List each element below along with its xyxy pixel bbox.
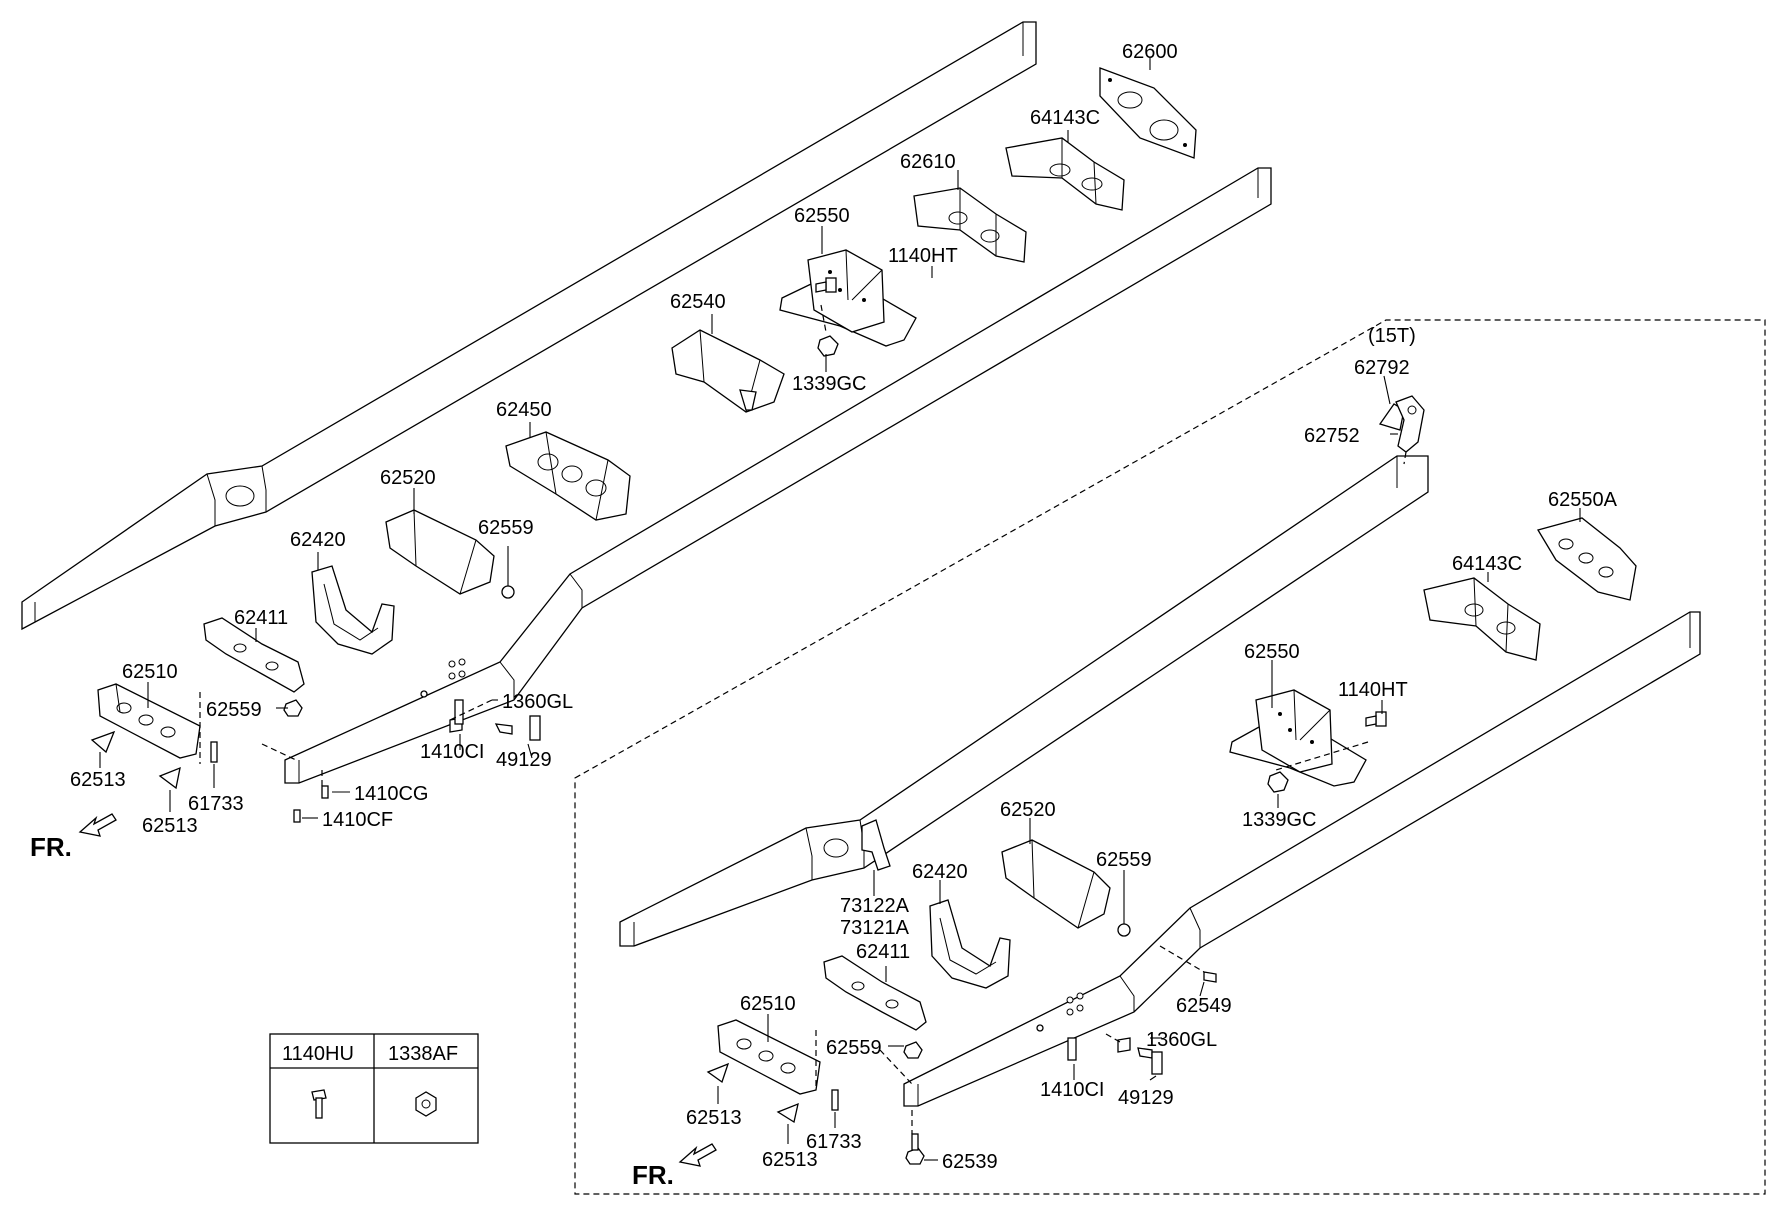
label-62539: 62539 <box>942 1151 998 1173</box>
label-62510-upper: 62510 <box>122 661 178 683</box>
label-62411-upper: 62411 <box>234 607 288 629</box>
label-1360GL-upper: 1360GL <box>502 691 573 713</box>
label-62550-upper: 62550 <box>794 205 850 227</box>
label-62513-lower-b: 62513 <box>762 1149 818 1171</box>
upper-fasteners <box>210 277 839 823</box>
part-64143C-crossmember-lower <box>1423 577 1541 661</box>
part-62513-brackets-upper <box>90 730 181 790</box>
part-62610-crossmember <box>913 187 1027 263</box>
part-62510-crossmember <box>97 683 201 759</box>
part-62600-plate <box>1099 67 1197 159</box>
label-49129-lower: 49129 <box>1118 1087 1174 1109</box>
label-62559-lower-a: 62559 <box>1096 849 1152 871</box>
label-62549: 62549 <box>1176 995 1232 1017</box>
label-62792: 62792 <box>1354 357 1410 379</box>
nut-icon <box>415 1091 437 1117</box>
part-62513-brackets-lower <box>706 1062 799 1124</box>
label-62513-lower-a: 62513 <box>686 1107 742 1129</box>
part-62520-crossmember-lower <box>1001 839 1111 929</box>
part-62420-gusset <box>311 565 395 655</box>
label-62420-upper: 62420 <box>290 529 346 551</box>
part-62752-tow-hook <box>1378 395 1425 453</box>
label-1410CI-upper: 1410CI <box>420 741 485 763</box>
label-62520-lower: 62520 <box>1000 799 1056 821</box>
part-62550A-crossmember <box>1537 517 1637 601</box>
part-62411-bracket-lower <box>823 955 927 1031</box>
label-62513-upper-b: 62513 <box>142 815 198 837</box>
part-62420-gusset-lower <box>929 899 1011 989</box>
lower-right-side-rail <box>903 611 1701 1107</box>
legend-header-1338AF: 1338AF <box>388 1043 458 1065</box>
label-1410CG: 1410CG <box>354 783 429 805</box>
upper-part-labels: 62600 64143C 62610 62550 1140HT 62540 13… <box>70 41 1178 837</box>
label-62550-lower: 62550 <box>1244 641 1300 663</box>
bolt-icon <box>311 1089 327 1119</box>
label-62450: 62450 <box>496 399 552 421</box>
label-62540: 62540 <box>670 291 726 313</box>
lower-leader-lines <box>717 375 1581 1161</box>
part-62520-crossmember <box>385 509 495 595</box>
label-64143C-lower: 64143C <box>1452 553 1522 575</box>
label-62559-upper-b: 62559 <box>206 699 262 721</box>
part-62411-bracket <box>203 617 305 693</box>
part-62510-crossmember-lower <box>717 1019 821 1095</box>
front-marker-label-lower: FR. <box>632 1160 674 1190</box>
part-73122A-bracket <box>861 819 891 871</box>
part-64143C-crossmember-upper <box>1005 137 1125 211</box>
part-62550-bracket-lower <box>1229 689 1367 787</box>
label-62420-lower: 62420 <box>912 861 968 883</box>
lower-part-labels: 62792 62752 62550A 64143C 62550 1140HT 1… <box>686 357 1618 1173</box>
label-64143C-upper: 64143C <box>1030 107 1100 129</box>
label-1410CI-lower: 1410CI <box>1040 1079 1105 1101</box>
label-62510-lower: 62510 <box>740 993 796 1015</box>
variant-label: (15T) <box>1368 325 1416 347</box>
front-marker-label-upper: FR. <box>30 832 72 862</box>
label-49129-upper: 49129 <box>496 749 552 771</box>
label-1410CF: 1410CF <box>322 809 393 831</box>
label-62520-upper: 62520 <box>380 467 436 489</box>
upper-right-side-rail <box>284 167 1272 784</box>
variant-15T-outline <box>574 319 1766 1195</box>
label-62610: 62610 <box>900 151 956 173</box>
upper-left-side-rail <box>21 21 1037 631</box>
lower-fasteners <box>831 711 1387 1165</box>
label-62411-lower: 62411 <box>856 941 910 963</box>
label-62559-lower-b: 62559 <box>826 1037 882 1059</box>
label-61733-upper: 61733 <box>188 793 244 815</box>
label-62513-upper-a: 62513 <box>70 769 126 791</box>
front-marker-lower: FR. <box>632 1143 717 1190</box>
lower-left-side-rail <box>619 455 1429 947</box>
label-62752: 62752 <box>1304 425 1360 447</box>
legend-header-1140HU: 1140HU <box>282 1043 354 1065</box>
part-62450-crossmember <box>505 431 631 521</box>
fastener-legend: 1140HU 1338AF <box>269 1033 479 1144</box>
upper-leader-lines <box>99 58 1151 819</box>
label-61733-lower: 61733 <box>806 1131 862 1153</box>
label-62550A: 62550A <box>1548 489 1618 511</box>
label-1339GC-lower: 1339GC <box>1242 809 1317 831</box>
label-73121A: 73121A <box>840 917 910 939</box>
label-1140HT-lower: 1140HT <box>1338 679 1408 701</box>
label-1360GL-lower: 1360GL <box>1146 1029 1217 1051</box>
part-62550-bracket-upper <box>779 249 917 347</box>
label-62600: 62600 <box>1122 41 1178 63</box>
label-1140HT-upper: 1140HT <box>888 245 958 267</box>
label-62559-upper-a: 62559 <box>478 517 534 539</box>
front-marker-upper: FR. <box>30 813 117 862</box>
label-1339GC-upper: 1339GC <box>792 373 867 395</box>
label-73122A: 73122A <box>840 895 910 917</box>
part-62540-crossmember <box>671 329 785 413</box>
